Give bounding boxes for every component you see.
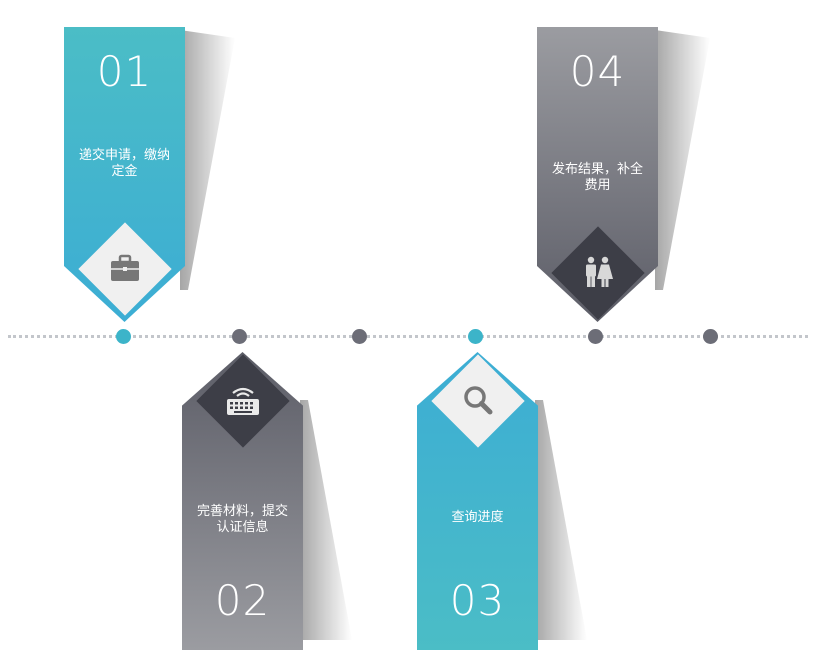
briefcase-icon	[110, 254, 139, 281]
step-4-number: 04	[569, 47, 626, 96]
step-1-banner: 01 递交申请，缴纳 定金	[64, 27, 185, 322]
step-1-diamond	[64, 220, 185, 318]
timeline-node-5	[588, 329, 603, 344]
step-3-banner: 查询进度 03	[417, 352, 538, 650]
step-4-diamond	[537, 224, 658, 322]
search-icon	[463, 386, 492, 415]
timeline-node-6	[703, 329, 718, 344]
step-3-shadow	[535, 400, 587, 640]
step-2-shadow	[300, 400, 352, 640]
step-2-diamond	[182, 352, 303, 450]
step-3-description: 查询进度	[451, 510, 504, 525]
step-1-description: 递交申请，缴纳 定金	[78, 148, 170, 179]
step-1-shadow	[180, 30, 235, 290]
timeline-node-3	[352, 329, 367, 344]
step-2-banner: 完善材料，提交 认证信息 02	[182, 352, 303, 650]
step-2-number: 02	[214, 576, 271, 625]
keyboard-icon	[226, 387, 259, 415]
step-4-description: 发布结果，补全 费用	[551, 162, 643, 193]
step-4-banner: 04 发布结果，补全 费用	[537, 27, 658, 322]
timeline-node-1	[116, 329, 131, 344]
timeline-node-2	[232, 329, 247, 344]
step-3-number: 03	[449, 576, 506, 625]
timeline-node-4	[468, 329, 483, 344]
step-3-diamond	[417, 352, 538, 450]
step-4-shadow	[655, 30, 710, 290]
timeline-line	[8, 335, 808, 338]
step-1-number: 01	[96, 47, 153, 96]
step-2-description: 完善材料，提交 认证信息	[196, 504, 288, 535]
people-icon	[585, 256, 613, 287]
